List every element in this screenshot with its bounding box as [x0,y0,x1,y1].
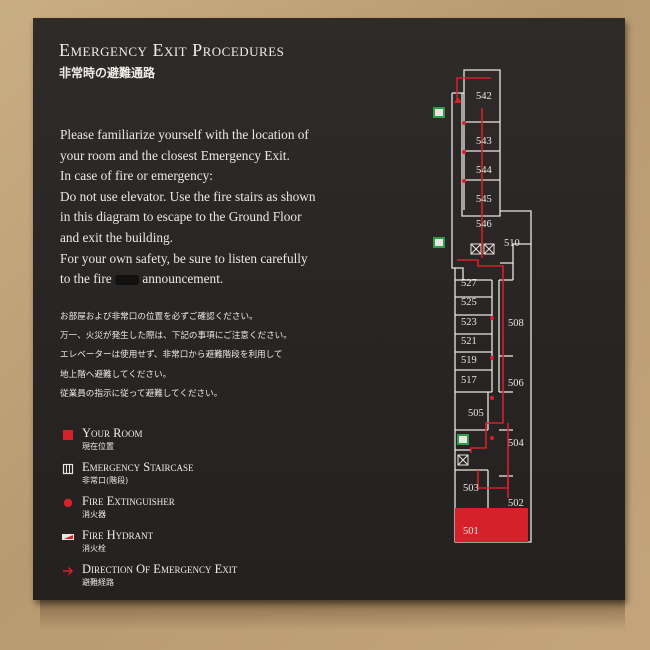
room-523: 523 [461,317,477,328]
arrow-icon [63,567,73,575]
room-525: 525 [461,297,477,308]
legend-item-extinguisher: Fire Extinguisher 消火器 [62,494,322,526]
jp-line: 従業員の指示に従って避難してください。 [60,388,223,399]
wing-outline-bend [500,210,532,264]
floor-plan: 542 543 544 545 546 510 527 525 523 521 … [433,69,532,543]
legend-item-staircase: Emergency Staircase 非常口(階段) [62,460,322,492]
legend-item-exit-direction: Direction Of Emergency Exit 避難経路 [62,562,322,594]
room-506: 506 [508,378,524,389]
instructions: Please familiarize yourself with the loc… [60,125,360,290]
room-546: 546 [476,219,492,230]
room-527: 527 [461,278,477,289]
instruction-line: your room and the closest Emergency Exit… [60,147,290,163]
jp-line: 万一、火災が発生した際は、下記の事項にご注意ください。 [60,331,292,342]
emergency-sign: Emergency Exit Procedures 非常時の避難通路 Pleas… [33,18,625,600]
japanese-instructions: お部屋および非常口の位置を必ずご確認ください。 万一、火災が発生した際は、下記の… [60,308,292,404]
wing-outline-left [451,93,464,280]
instruction-line: to the fire announcement. [60,269,360,290]
redacted-sticker [115,275,140,286]
room-504: 504 [508,438,525,449]
exit-sign-icon [433,107,469,445]
staircase-icon [62,463,74,475]
hydrant-icon [62,534,74,540]
room-521: 521 [461,336,477,347]
red-dot-icon [63,498,73,508]
room-501: 501 [463,526,479,537]
legend-label-jp: 消火栓 [82,544,106,553]
legend-label-jp: 非常口(階段) [82,476,129,485]
legend-label-jp: 避難経路 [82,578,114,587]
instruction-line: Please familiarize yourself with the loc… [60,127,309,142]
jp-line: 地上階へ避難してください。 [60,369,172,380]
legend-item-hydrant: Fire Hydrant 消火栓 [62,528,322,560]
room-544: 544 [476,165,493,176]
instruction-line: and exit the building. [60,229,174,245]
room-543: 543 [476,136,492,147]
room-519: 519 [461,355,477,366]
legend-item-your-room: Your Room 現在位置 [62,426,322,458]
room-517: 517 [461,375,477,386]
room-510: 510 [504,238,520,249]
room-545: 545 [476,194,492,205]
instruction-last-after: announcement. [142,271,224,287]
staircase-icon [457,243,495,466]
room-542: 542 [476,91,492,102]
instruction-line: In case of fire or emergency: [60,168,213,184]
evacuation-route [454,77,509,498]
room-502: 502 [508,498,524,509]
jp-line: エレベーターは使用せず、非常口から避難階段を利用して [60,350,283,361]
room-505: 505 [468,408,484,419]
legend-label: Direction Of Emergency Exit [82,562,238,576]
legend-label: Emergency Staircase [82,460,194,474]
wall-shadow [40,600,625,630]
instruction-line: Do not use elevator. Use the fire stairs… [60,188,316,204]
legend-label: Fire Extinguisher [82,494,175,508]
legend-label-jp: 現在位置 [82,442,114,451]
page-title: Emergency Exit Procedures [59,40,285,60]
red-square-icon [63,430,73,440]
legend-label: Fire Hydrant [82,528,154,542]
fire-extinguisher-markers [462,121,494,440]
legend-label-jp: 消火器 [82,510,106,519]
legend-label: Your Room [82,426,143,440]
instruction-line: in this diagram to escape to the Ground … [60,209,302,225]
your-room-marker [455,508,528,542]
instruction-line: For your own safety, be sure to listen c… [60,250,308,266]
page-title-jp: 非常時の避難通路 [59,66,156,80]
room-508: 508 [508,318,524,329]
room-503: 503 [463,483,479,494]
instruction-last-before: to the fire [60,271,112,287]
jp-line: お部屋および非常口の位置を必ずご確認ください。 [60,312,258,322]
